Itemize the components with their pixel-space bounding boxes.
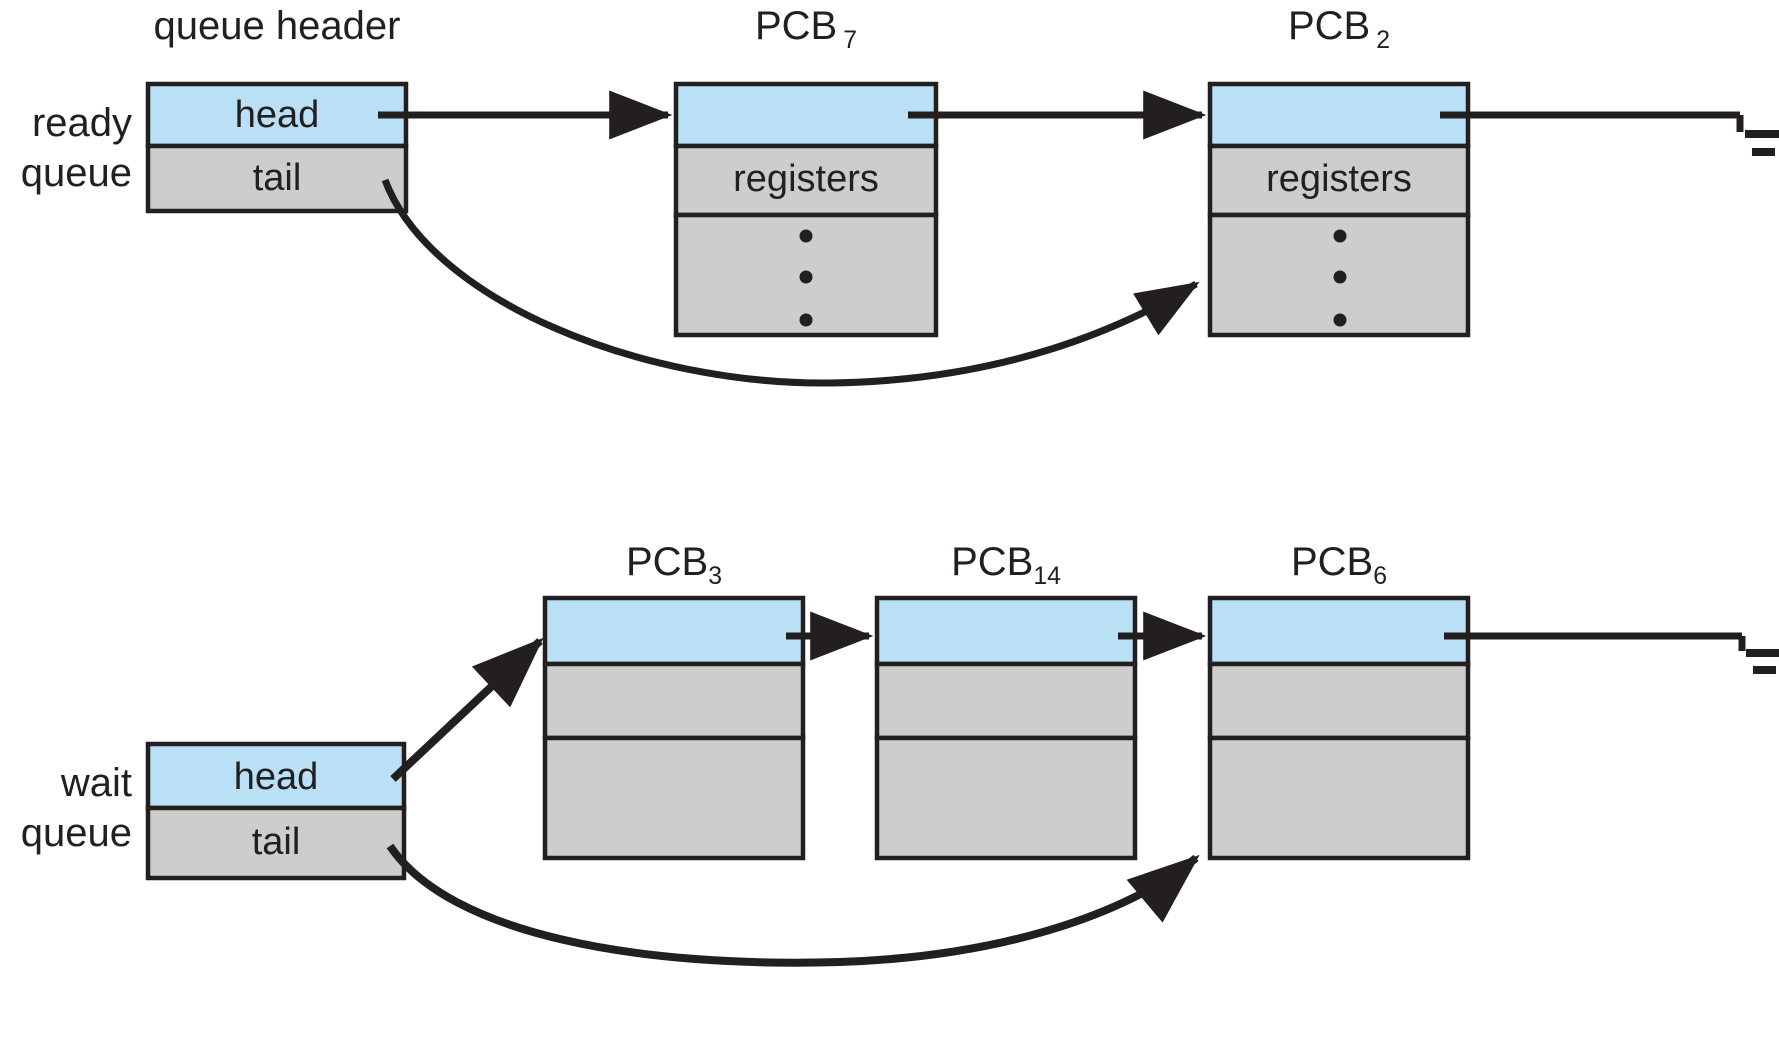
pcb2-title-name: PCB: [1287, 4, 1371, 48]
pcb14-title-index: 14: [1033, 563, 1061, 590]
pcb3-body-cell: [542, 735, 806, 861]
arrow-ready-tail-to-pcb2: [381, 178, 1200, 387]
pcb2-dot-2: [1333, 270, 1347, 284]
pcb2-dot-3: [1333, 313, 1347, 327]
pcb7-pointer-cell: [673, 81, 939, 149]
pcb2-registers-cell: [1207, 143, 1471, 218]
pcb14-body-cell: [874, 735, 1138, 861]
arrow-wait-head-to-pcb3: [390, 637, 544, 782]
pcb7-dot-3: [799, 313, 813, 327]
pcb14-title: PCB14: [877, 540, 1135, 589]
wait-pcb-6-box: [1207, 595, 1471, 861]
ready-header-tail-label: tail: [252, 157, 302, 199]
wait-header-tail-cell: [145, 805, 407, 881]
pcb14-pointer-cell: [874, 595, 1138, 667]
pcb7-title-name: PCB: [754, 4, 838, 48]
pcb7-dot-2: [799, 270, 813, 284]
null-terminator-wait: [1444, 632, 1779, 674]
ready-header-tail-cell: [145, 143, 409, 214]
wait-queue-header-box: [145, 741, 407, 881]
wait-pcb-3-box: [542, 595, 806, 861]
pcb7-registers-label: registers: [733, 158, 879, 200]
pcb3-title-index: 3: [708, 563, 723, 590]
pcb2-registers-label: registers: [1266, 158, 1412, 200]
wait-queue-label-line1: wait: [60, 761, 132, 805]
pcb2-title-index: 2: [1376, 27, 1391, 54]
ready-queue-label-line2: queue: [20, 151, 132, 195]
pcb7-registers-cell: [673, 143, 939, 218]
wait-header-tail-label: tail: [251, 821, 301, 863]
pcb3-field-cell: [542, 661, 806, 741]
ready-pcb-2-box: [1207, 81, 1471, 338]
wait-header-head-cell: [145, 741, 407, 811]
pcb2-pointer-cell: [1207, 81, 1471, 149]
queue-header-title: queue header: [153, 4, 401, 48]
wait-queue-arrows: [386, 611, 1779, 967]
pcb2-dot-1: [1333, 229, 1347, 243]
pcb3-title: PCB3: [545, 540, 803, 589]
arrow-wait-tail-to-pcb6: [386, 843, 1200, 967]
ready-header-head-label: head: [234, 94, 320, 136]
pcb3-pointer-cell: [542, 595, 806, 667]
null-terminator-ready: [1440, 111, 1779, 156]
pcb7-title-index: 7: [843, 27, 858, 54]
pcb6-title: PCB6: [1210, 540, 1468, 589]
pcb6-pointer-cell: [1207, 595, 1471, 667]
wait-pcb-14-box: [874, 595, 1138, 861]
pcb6-title-name: PCB: [1290, 540, 1374, 584]
wait-queue-label-line2: queue: [20, 811, 132, 855]
ready-queue-header-box: [145, 81, 409, 214]
pcb6-field-cell: [1207, 661, 1471, 741]
ready-pcb-7-box: [673, 81, 939, 338]
pcb6-title-index: 6: [1373, 563, 1388, 590]
pcb7-dot-1: [799, 229, 813, 243]
pcb14-field-cell: [874, 661, 1138, 741]
pcb3-title-name: PCB: [625, 540, 709, 584]
wait-header-head-label: head: [233, 756, 319, 798]
ready-queue-arrows: [378, 90, 1779, 387]
pcb6-body-cell: [1207, 735, 1471, 861]
pcb14-title-name: PCB: [951, 540, 1034, 584]
ready-queue-label-line1: ready: [31, 101, 132, 145]
